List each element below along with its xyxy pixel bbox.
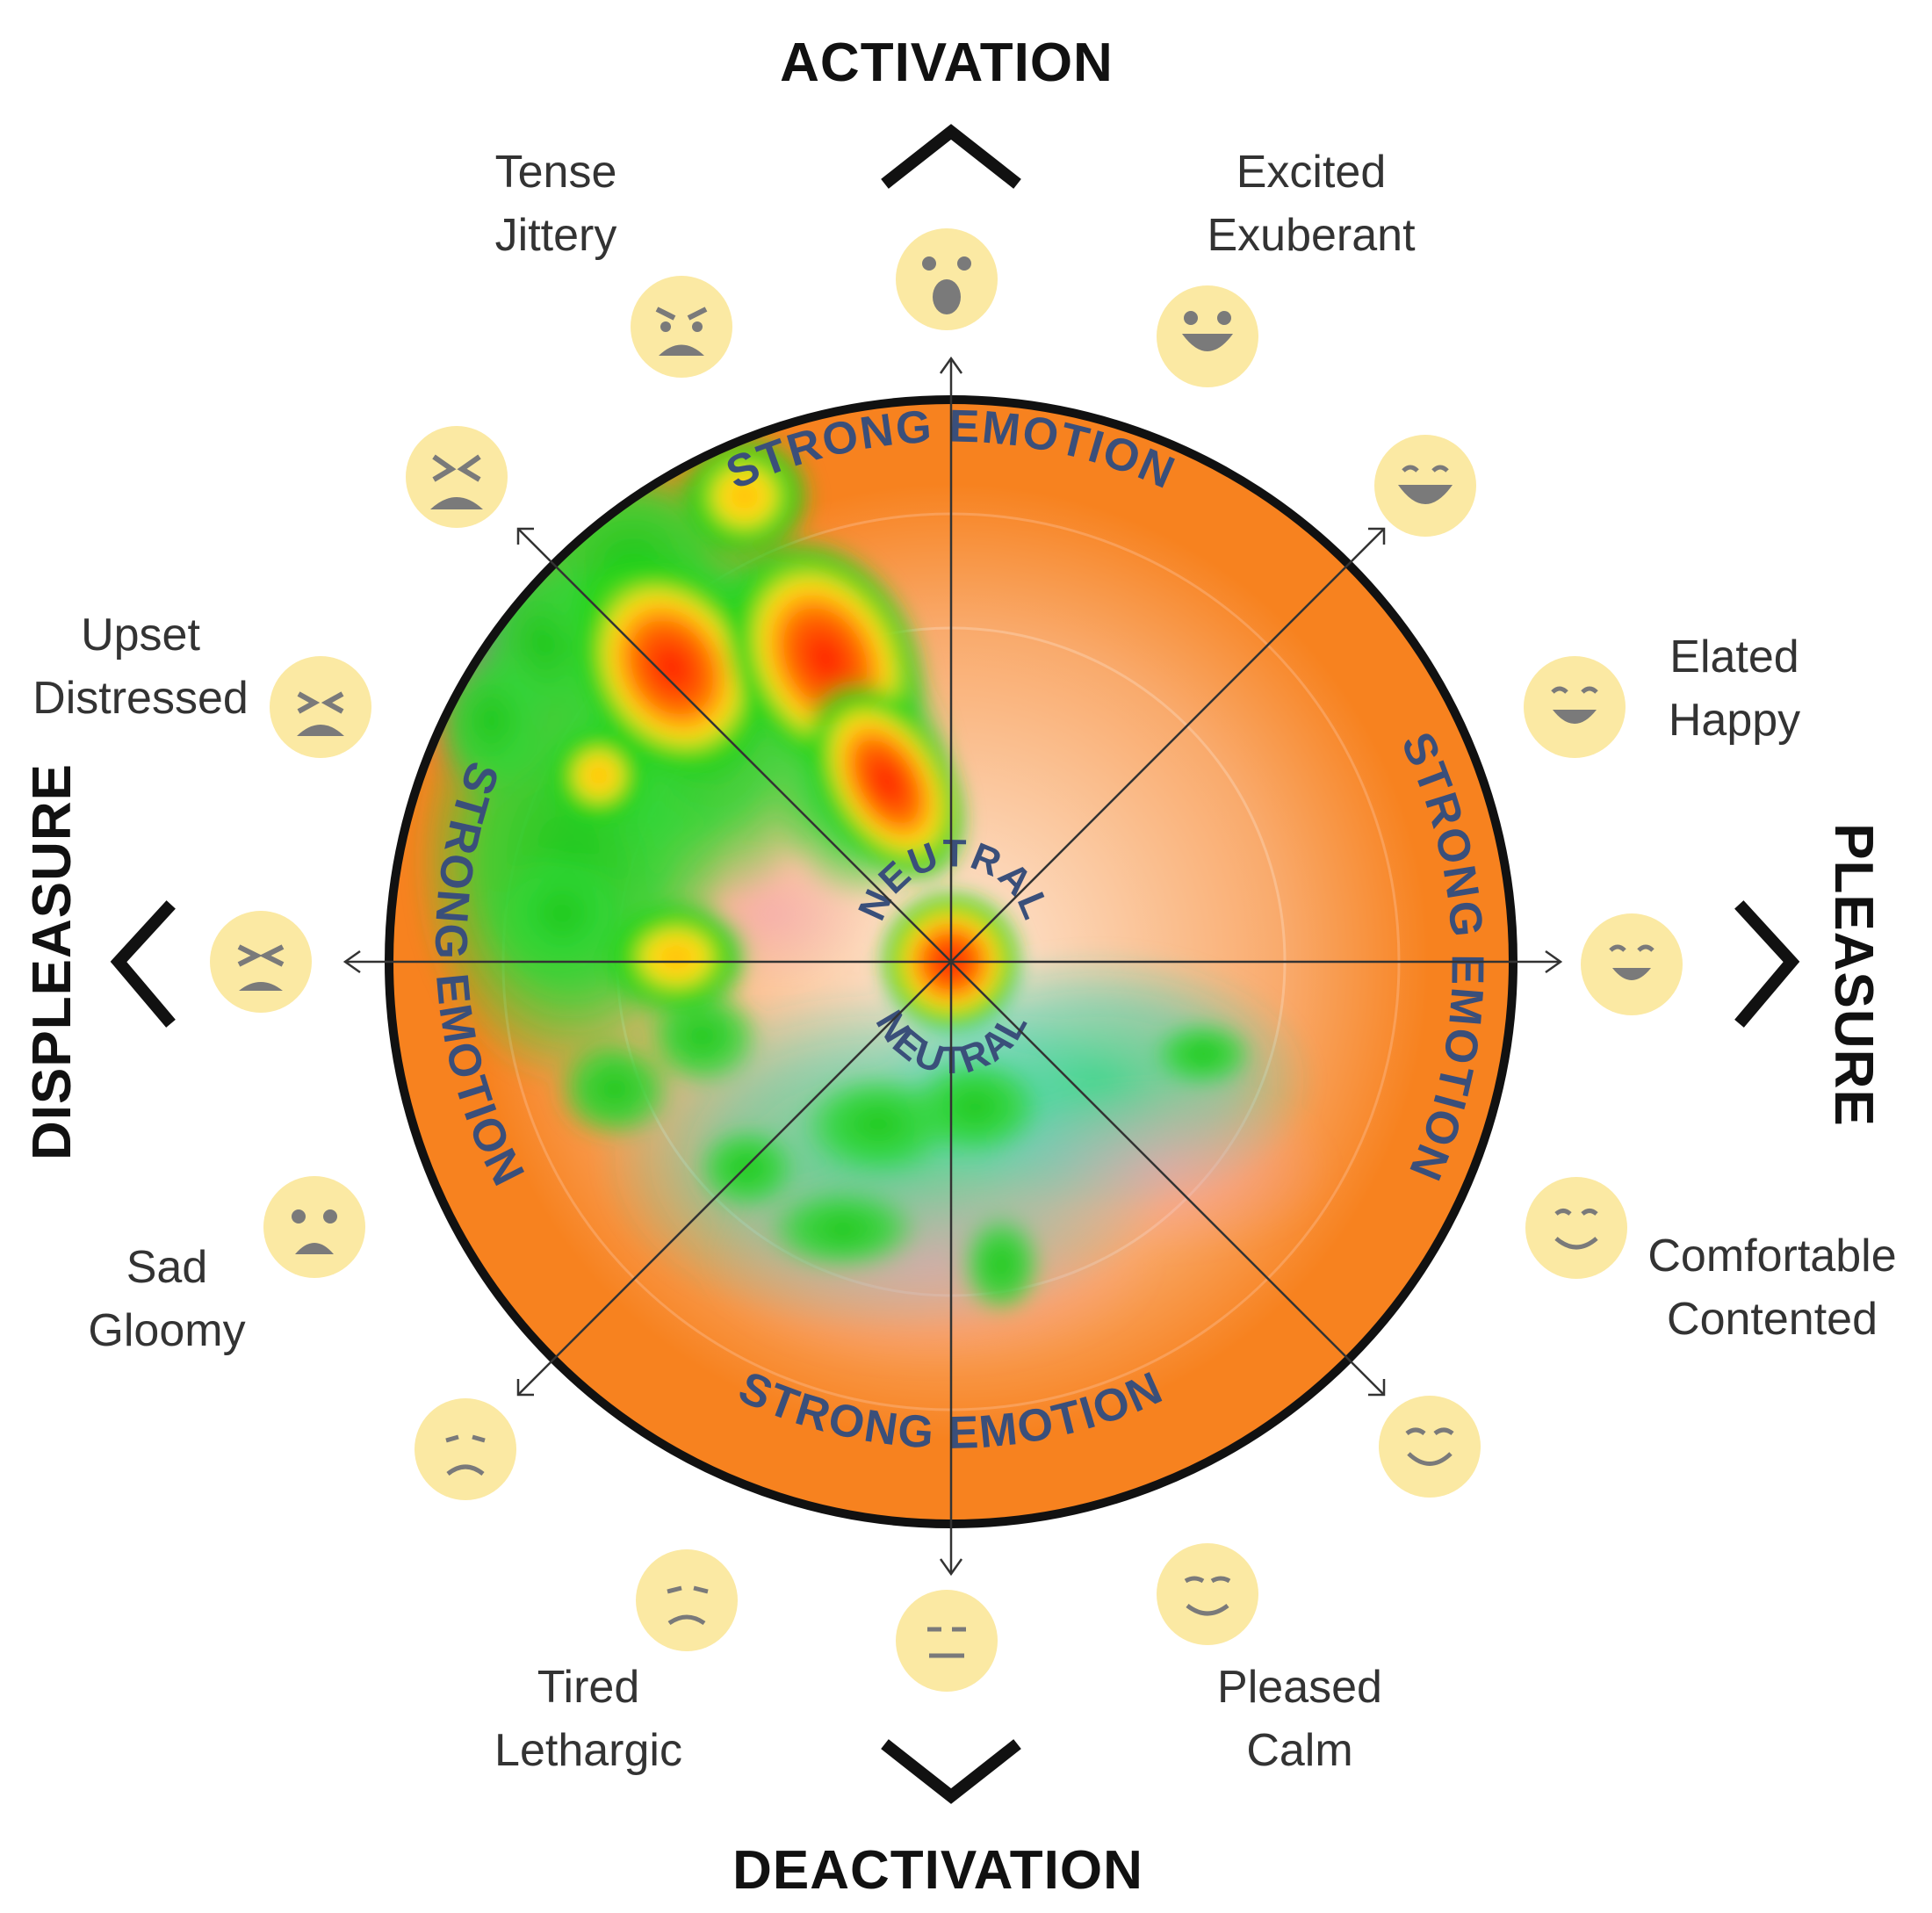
axis-title-bottom: DEACTIVATION: [732, 1840, 1143, 1901]
arrow-up-icon: [939, 356, 963, 374]
frown-face-icon: [415, 1398, 516, 1500]
arrow-upper-left-icon: [516, 527, 534, 545]
neutral-face-icon: [896, 1590, 998, 1692]
happy-face-icon: [1581, 913, 1683, 1015]
tired-face-icon: [636, 1549, 738, 1651]
label-contented: Contented: [1667, 1294, 1878, 1345]
label-jittery: Jittery: [495, 210, 617, 261]
grin-face-icon: [1524, 656, 1626, 758]
label-upset: Upset: [81, 610, 200, 661]
laugh-face-icon: [1374, 435, 1476, 537]
label-sad: Sad: [126, 1242, 208, 1293]
axis-title-right: PLEASURE: [1823, 823, 1884, 1127]
distressed-face-icon: [270, 656, 371, 758]
arrow-upper-right-icon: [1368, 527, 1386, 545]
label-elated: Elated: [1669, 632, 1799, 682]
label-excited: Excited: [1236, 147, 1387, 198]
chevron-up-icon: [881, 124, 1021, 189]
label-happy: Happy: [1669, 695, 1800, 746]
surprised-face-icon: [896, 228, 998, 330]
arrow-right-icon: [1545, 949, 1563, 974]
arrow-lower-right-icon: [1368, 1379, 1386, 1397]
axis-title-top: ACTIVATION: [780, 32, 1114, 93]
emotion-labels: Tense Jittery Excited Exuberant Upset Di…: [32, 147, 1896, 1776]
chevron-right-icon: [1734, 900, 1800, 1028]
axis-lines: [342, 356, 1563, 1577]
emoji-faces: [210, 228, 1683, 1692]
furious-face-icon: [406, 426, 508, 528]
smile-face-icon: [1525, 1177, 1627, 1279]
calm-face-icon: [1157, 1543, 1258, 1645]
diagonal-axis-line-2: [517, 528, 1385, 1396]
chevron-down-icon: [881, 1739, 1021, 1804]
squint-face-icon: [210, 911, 312, 1013]
label-calm: Calm: [1246, 1725, 1352, 1776]
label-gloomy: Gloomy: [88, 1305, 245, 1356]
chevron-left-icon: [110, 900, 176, 1028]
label-tense: Tense: [495, 147, 617, 198]
sad-face-icon: [263, 1176, 365, 1278]
excited-face-icon: [1157, 285, 1258, 387]
label-lethargic: Lethargic: [494, 1725, 682, 1776]
angry-face-icon: [631, 276, 732, 378]
content-face-icon: [1379, 1396, 1481, 1498]
arrow-down-icon: [939, 1558, 963, 1577]
arrow-left-icon: [342, 949, 361, 974]
axis-title-left: DISPLEASURE: [22, 763, 83, 1160]
label-exuberant: Exuberant: [1207, 210, 1416, 261]
label-pleased: Pleased: [1217, 1662, 1382, 1713]
arrow-lower-left-icon: [516, 1379, 534, 1397]
label-distressed: Distressed: [32, 673, 249, 724]
label-comfortable: Comfortable: [1647, 1231, 1896, 1281]
label-tired: Tired: [537, 1662, 640, 1713]
